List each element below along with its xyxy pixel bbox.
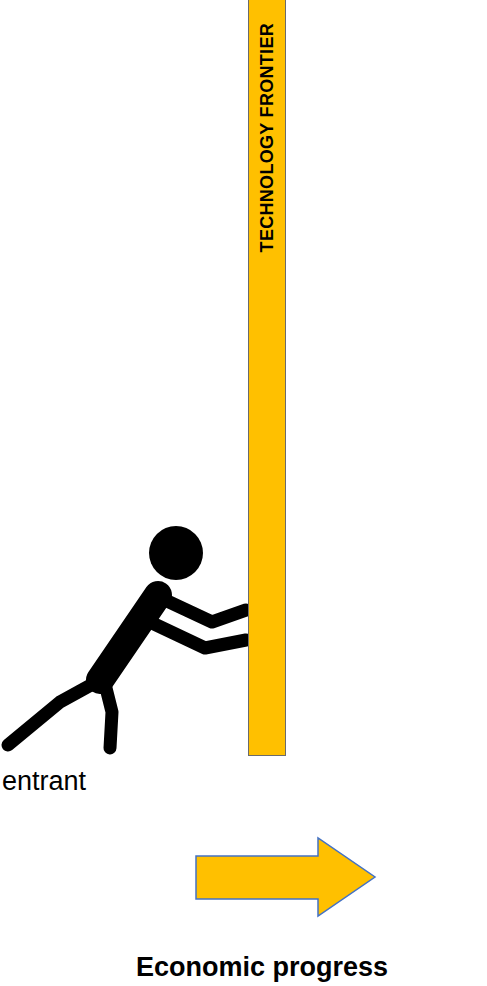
axis-caption: Economic progress <box>136 952 388 983</box>
stick-figure <box>8 526 246 748</box>
bar-label: TECHNOLOGY FRONTIER <box>257 23 278 252</box>
frontier-bar: TECHNOLOGY FRONTIER <box>248 0 286 756</box>
figure-label: entrant <box>2 766 86 797</box>
block-arrow <box>196 838 375 916</box>
